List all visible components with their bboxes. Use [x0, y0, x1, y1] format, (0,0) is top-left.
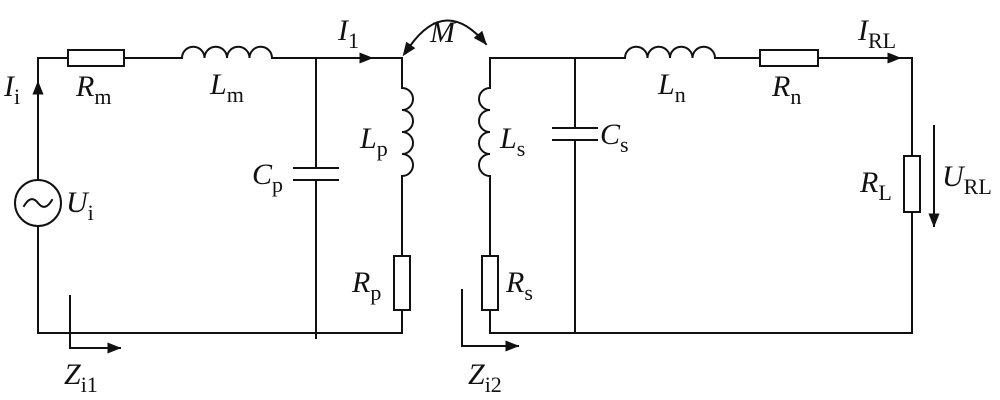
resistor-rn — [759, 49, 819, 67]
inductor-ls — [478, 86, 492, 178]
arrow-zi2 — [461, 289, 520, 352]
resistor-rm — [67, 49, 125, 67]
inductor-ln — [623, 45, 717, 60]
label-m: M — [429, 16, 457, 49]
inductor-lp — [400, 86, 414, 178]
resistor-rp — [393, 255, 411, 311]
resistor-rs — [481, 255, 499, 311]
label-lp: Lp — [359, 122, 388, 161]
secondary-circuit — [461, 45, 940, 352]
label-rp: Rp — [351, 266, 381, 305]
label-lm: Lm — [209, 68, 244, 107]
label-zi2: Zi2 — [468, 358, 502, 397]
arrow-zi1 — [69, 295, 122, 354]
sine-icon — [22, 198, 54, 208]
label-ln: Ln — [657, 68, 686, 107]
label-ls: Ls — [499, 122, 525, 161]
label-i1: I1 — [337, 14, 359, 53]
capacitor-cs — [552, 127, 598, 141]
label-rl: RL — [859, 166, 892, 205]
label-zi1: Zi1 — [64, 358, 98, 397]
primary-circuit — [14, 45, 414, 354]
label-ii: Ii — [3, 70, 20, 109]
capacitor-cp — [293, 167, 339, 181]
label-rm: Rm — [75, 70, 111, 109]
label-irl: IRL — [857, 14, 896, 53]
resistor-rl — [903, 155, 921, 213]
label-ui: Ui — [66, 186, 94, 225]
arrow-mutual-m — [402, 19, 488, 57]
inductor-lm — [180, 45, 274, 60]
wire-secondary-top-right — [817, 57, 913, 334]
label-cp: Cp — [252, 158, 283, 197]
label-cs: Cs — [600, 118, 629, 157]
label-url: URL — [942, 160, 992, 199]
label-rn: Rn — [771, 70, 801, 109]
label-rs: Rs — [505, 266, 533, 305]
